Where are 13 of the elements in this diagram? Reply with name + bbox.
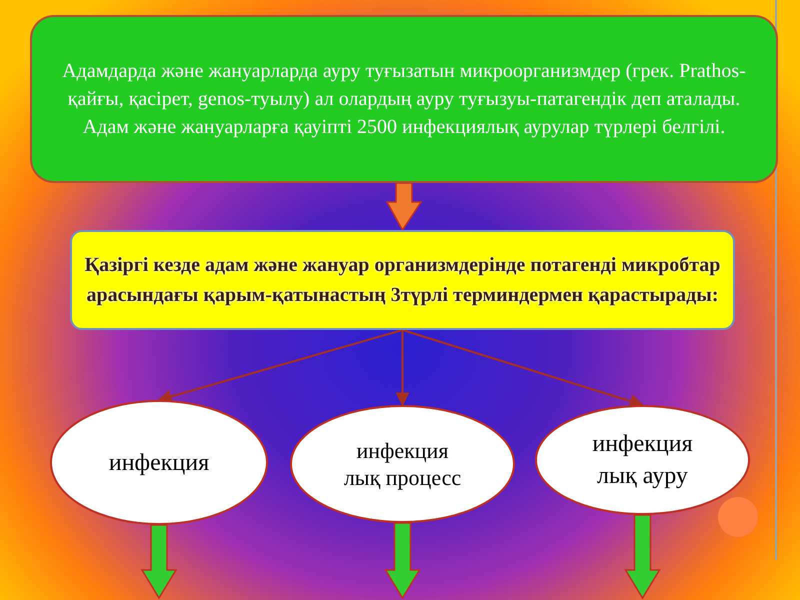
- block-arrow: [384, 522, 421, 600]
- node-text: Адамдарда және жануарларда ауру туғызатын микроорганизмдер (грек. Prathos-қайғы, қасірет, genos-туылу) ал олардың ауру туғызуы-патагендік деп аталады. Адам және жануарларға қауіпті 2500 инфекциялық аурулар түрлері белгілі.: [61, 59, 747, 140]
- node-text: инфекция лық ауру: [591, 430, 694, 491]
- heading-box: [70, 230, 735, 330]
- arrow: [396, 330, 410, 406]
- arrow: [402, 329, 644, 408]
- node-text: Қазіргі кезде адам және жануар организмдерінде потагенді микробтар арасындағы қарым-қатынастың 3түрлі терминдермен қарастырады:: [84, 253, 721, 308]
- block-arrow: [624, 514, 661, 600]
- node-text: инфекция лық процесс: [342, 437, 462, 491]
- block-arrow: [386, 182, 422, 232]
- node-text: инфекция: [108, 448, 210, 478]
- info-box: [30, 15, 778, 183]
- block-arrow: [140, 524, 178, 600]
